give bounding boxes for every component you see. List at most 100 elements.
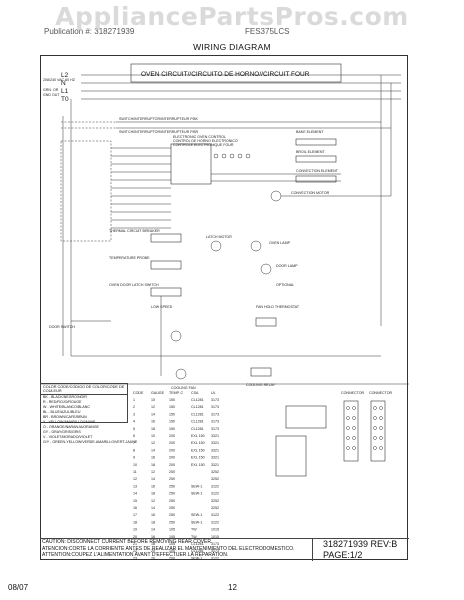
wire-table-cell: 14 (151, 506, 155, 510)
oven-lamp-label-en: OVEN LAMP (269, 241, 291, 245)
wire-table-cell: 200 (169, 456, 175, 460)
wire-table-cell: 105 (169, 542, 175, 546)
supply-lines (62, 74, 401, 356)
cooling-relay-label-en: COOLING RELAY (246, 383, 276, 387)
cooling-fan-label-en: COOLING FAN (171, 386, 196, 390)
wire-table-cell: 16 (151, 484, 155, 488)
wire-table-cell: 16 (151, 456, 155, 460)
conv-motor-label-en: CONVECTION MOTOR (291, 191, 330, 195)
latch-motor-label-en: LATCH MOTOR (206, 235, 232, 239)
wire-table-cell: 18 (151, 542, 155, 546)
wire-table-cell: 250 (169, 492, 175, 496)
wire-table-cell: 200 (169, 556, 175, 560)
wire-table-cell: 1015 (211, 528, 219, 532)
low-speed-label-en: LOW SPEED (151, 305, 173, 309)
wire-table-cell: 12 (151, 405, 155, 409)
wire-table-cell: 3252 (211, 499, 219, 503)
wire-table-cell: 105 (169, 549, 175, 553)
wire-table-cell: 250 (169, 477, 175, 481)
caution-es: ATENCION:CORTE LA CORRIENTE ANTES DE REA… (42, 545, 295, 552)
voltage-label: 208/240 VAC 60 HZ (43, 78, 76, 82)
connector-label-right: CONNECTOR (369, 391, 392, 395)
wire-table-cell: 3252 (211, 470, 219, 474)
wire-table-cell: 12 (133, 477, 137, 481)
page-title: WIRING DIAGRAM (193, 42, 271, 52)
wire-table-cell: 16 (151, 535, 155, 539)
legend-item: BK - BLACK/NEGRO/NOIR (43, 395, 87, 399)
wire-table-cell: 15 (133, 499, 137, 503)
footer-page-number: 12 (228, 583, 237, 592)
wire-table-cell: 150 (169, 427, 175, 431)
wire-table-cell: 2 (133, 405, 135, 409)
thermal-breaker (150, 233, 182, 243)
oven-lamp-symbol (250, 240, 262, 252)
wire-table-cell: 3122 (211, 513, 219, 517)
legend-item: BR - BROWN/CAFE/BRUN (43, 415, 87, 419)
wire-table-cell: 105 (169, 528, 175, 532)
relay-contacts (211, 153, 341, 182)
low-speed-symbol (170, 330, 182, 342)
wire-table-cell: 200 (169, 434, 175, 438)
wire-table-cell: CL1281 (191, 427, 204, 431)
wire-table-cell: 16 (133, 506, 137, 510)
surface-switches (61, 121, 391, 129)
wire-table-cell: 3122 (211, 492, 219, 496)
wire-table-cell: 150 (169, 398, 175, 402)
wire-table-cell: 1 (133, 398, 135, 402)
legend-item: O - ORANGE/NARANJA/ORANGE (43, 425, 99, 429)
bake-element (295, 138, 337, 146)
connector-left (343, 400, 359, 462)
wire-table-cell: 22 (133, 549, 137, 553)
wire-table-cell: 250 (169, 520, 175, 524)
wire-table-cell: 3 (133, 412, 135, 416)
wire-table-cell: 23 (133, 556, 137, 560)
harness-wires (111, 147, 171, 229)
wire-table-cell: 6 (133, 434, 135, 438)
wire-table-cell: 14 (151, 528, 155, 532)
control-label-fr: CONTROLE ELECTRONIQUE FOUR (173, 143, 234, 147)
wire-table-cell: 16 (151, 513, 155, 517)
page-of: PAGE:1/2 (323, 550, 363, 560)
wire-table-cell: 3173 (211, 549, 219, 553)
legend-item: G/Y - GREEN-YELLOW/VERDE-AMARILLO/VERT-J… (43, 440, 138, 444)
broil-label-en: BROIL ELEMENT (296, 150, 325, 154)
wire-table-cell: 4 (133, 420, 135, 424)
latch-assembly (275, 435, 307, 477)
wire-table-cell: 3321 (211, 434, 219, 438)
wire-table-cell: 14 (151, 448, 155, 452)
wire-table-cell: 200 (169, 463, 175, 467)
probe-label-en: TEMPERATURE PROBE (109, 256, 150, 260)
wire-table-cell: 3122 (211, 520, 219, 524)
wire-table-cell: 250 (169, 506, 175, 510)
control-harness-box (60, 140, 112, 242)
wt-header-gauge: GAUGE (151, 391, 165, 395)
legend-title: COLOR CODE/CODIGO DE COLOR/CODE DE COULE… (41, 384, 127, 395)
wire-table-cell: 3122 (211, 556, 219, 560)
wire-table-cell: 20 (133, 535, 137, 539)
wire-table-cell: 21 (133, 542, 137, 546)
wire-table-cell: 3173 (211, 427, 219, 431)
oven-circuit-title: OVEN CIRCUIT//CIRCUITO DE HORNO//CIRCUIT… (141, 71, 310, 78)
wire-table-cell: SEW-1 (191, 556, 202, 560)
wire-table-cell: 9 (133, 456, 135, 460)
caution-box: CAUTION: DISCONNECT CURRENT BEFORE REMOV… (40, 538, 312, 561)
wire-table-cell: SEW-1 (191, 484, 202, 488)
wire-table-cell: 3321 (211, 456, 219, 460)
wire-table-cell: 11 (133, 470, 137, 474)
broil-element (295, 155, 337, 163)
diagram-frame: L2 N L1 T0 208/240 VAC 60 HZ GRN. OR GND… (40, 55, 409, 560)
wiring-schematic: L2 N L1 T0 208/240 VAC 60 HZ GRN. OR GND… (41, 63, 409, 560)
wire-table-cell: 105 (169, 535, 175, 539)
wire-table-cell: 150 (169, 405, 175, 409)
n-label: N (61, 80, 66, 87)
oven-circuit-title-box (130, 63, 342, 83)
wire-table-cell: 3321 (211, 463, 219, 467)
wire-table-cell: 17 (133, 513, 137, 517)
wire-table-cell: TW (191, 535, 197, 539)
l1-label: L1 (61, 88, 69, 95)
wire-table-cell: EXL 150 (191, 456, 205, 460)
publication-header: Publication #: 318271939 (44, 27, 135, 36)
part-number: 318271939 REV:B (323, 539, 398, 549)
latch-motor-box (285, 405, 327, 429)
wire-table-cell: 14 (133, 492, 137, 496)
